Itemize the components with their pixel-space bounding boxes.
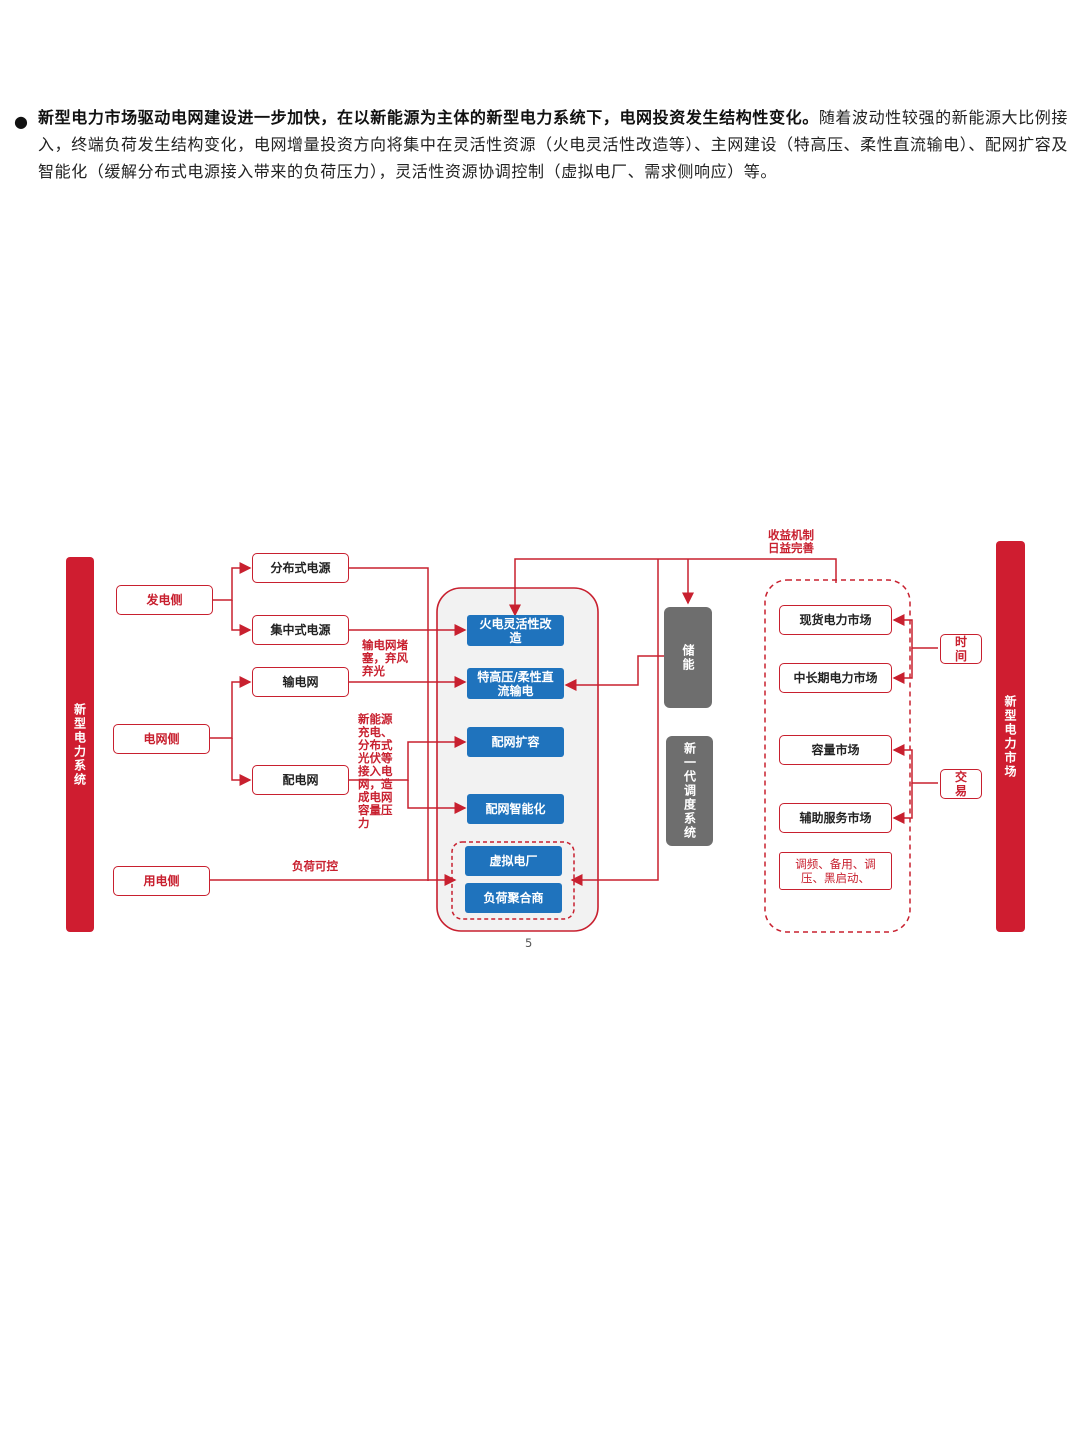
right-bar-new-power-market: 新型电力市场 [996, 541, 1025, 932]
capacity-market-box: 容量市场 [779, 735, 892, 765]
paragraph-text: 新型电力市场驱动电网建设进一步加快，在以新能源为主体的新型电力系统下，电网投资发… [38, 104, 1068, 185]
intro-paragraph: ● 新型电力市场驱动电网建设进一步加快，在以新能源为主体的新型电力系统下，电网投… [14, 104, 1070, 202]
capacity-pressure-note: 新能源充电、分布式光伏等接入电网，造成电网容量压力 [358, 712, 393, 830]
bullet-icon: ● [14, 112, 28, 131]
congestion-note: 输电网堵塞，弃风弃光 [362, 638, 408, 678]
energy-storage-box: 储能 [664, 607, 712, 708]
page-number: 5 [525, 936, 533, 950]
grid-side-box: 电网侧 [113, 724, 210, 754]
time-tag: 时间 [940, 634, 982, 664]
uhv-transmission-box: 特高压/柔性直流输电 [467, 668, 564, 699]
ancillary-items-box: 调频、备用、调压、黑启动、 [779, 852, 892, 890]
distributed-power-box: 分布式电源 [252, 553, 349, 583]
trade-tag: 交易 [940, 769, 982, 799]
paragraph-bold-lead: 新型电力市场驱动电网建设进一步加快，在以新能源为主体的新型电力系统下，电网投资发… [38, 108, 819, 127]
mid-long-market-box: 中长期电力市场 [779, 663, 892, 693]
power-market-diagram: 新型电力系统 新型电力市场 发电侧 电网侧 用电侧 分布式电源 集中式电源 输电… [0, 515, 1080, 955]
dist-expansion-box: 配网扩容 [467, 727, 564, 757]
dist-smart-box: 配网智能化 [467, 794, 564, 824]
distribution-grid-box: 配电网 [252, 765, 349, 795]
thermal-flex-box: 火电灵活性改造 [467, 615, 564, 646]
left-bar-new-power-system: 新型电力系统 [66, 557, 94, 932]
generation-side-box: 发电侧 [116, 585, 213, 615]
centralized-power-box: 集中式电源 [252, 615, 349, 645]
load-controllable-note: 负荷可控 [292, 859, 338, 873]
paragraph-body: 随着波动性较强的新能源大比例接入，终端负荷发生结构变化，电网增量投资方向将集中在… [38, 108, 1068, 181]
ancillary-market-box: 辅助服务市场 [779, 803, 892, 833]
consumption-side-box: 用电侧 [113, 866, 210, 896]
dispatch-system-box: 新一代调度系统 [666, 736, 713, 846]
vpp-box: 虚拟电厂 [465, 846, 562, 876]
revenue-note: 收益机制日益完善 [768, 528, 814, 555]
transmission-grid-box: 输电网 [252, 667, 349, 697]
spot-market-box: 现货电力市场 [779, 605, 892, 635]
load-aggregator-box: 负荷聚合商 [465, 883, 562, 913]
